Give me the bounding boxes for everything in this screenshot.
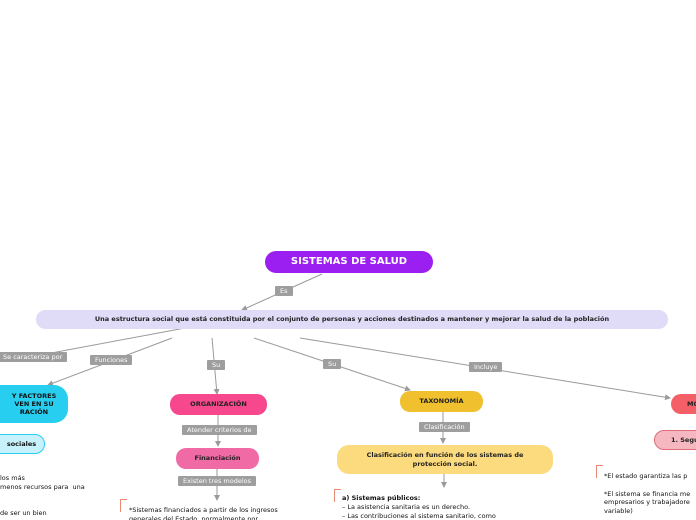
- note-left: los más menos recursos para una de ser u…: [0, 474, 85, 518]
- note-estado: *El estado garantiza las p *El sistema s…: [604, 472, 691, 516]
- note-bracket-estado: [596, 465, 603, 478]
- node-financiacion[interactable]: Financiación: [176, 448, 259, 469]
- label-atender-criterios[interactable]: Atender criterios de: [182, 425, 257, 435]
- label-se-caracteriza-por[interactable]: Se caracteriza por: [0, 352, 68, 362]
- note-bracket-financiados: [120, 499, 127, 512]
- node-factores[interactable]: Y FACTORES VEN EN SU RACIÓN: [0, 385, 68, 423]
- label-clasificacion[interactable]: Clasificación: [419, 422, 470, 432]
- node-clasificacion-funcion[interactable]: Clasificación en función de los sistemas…: [337, 445, 553, 474]
- note-publicos-title: a) Sistemas públicos:: [342, 494, 421, 502]
- definition-node[interactable]: Una estructura social que está constitui…: [36, 310, 668, 329]
- label-funciones[interactable]: Funciones: [90, 355, 133, 365]
- label-incluye[interactable]: Incluye: [469, 362, 503, 372]
- node-organizacion[interactable]: ORGANIZACIÓN: [170, 394, 267, 415]
- node-modelos[interactable]: MO: [671, 394, 696, 414]
- note-publicos-body: – La asistencia sanitaria es un derecho.…: [342, 503, 496, 520]
- node-taxonomia[interactable]: TAXONOMÍA: [400, 391, 483, 412]
- label-es[interactable]: Es: [275, 286, 293, 296]
- node-seguridad-social[interactable]: 1. Segu: [654, 430, 696, 450]
- label-su-taxonomia[interactable]: Su: [323, 359, 342, 369]
- label-existen-tres-modelos[interactable]: Existen tres modelos: [178, 476, 257, 486]
- note-financiados: *Sistemas financiados a partir de los in…: [129, 506, 278, 520]
- label-su-organizacion[interactable]: Su: [207, 360, 226, 370]
- root-node-sistemas-de-salud[interactable]: SISTEMAS DE SALUD: [265, 251, 433, 273]
- node-sociales[interactable]: sociales: [0, 434, 45, 454]
- note-bracket-publicos: [334, 489, 341, 502]
